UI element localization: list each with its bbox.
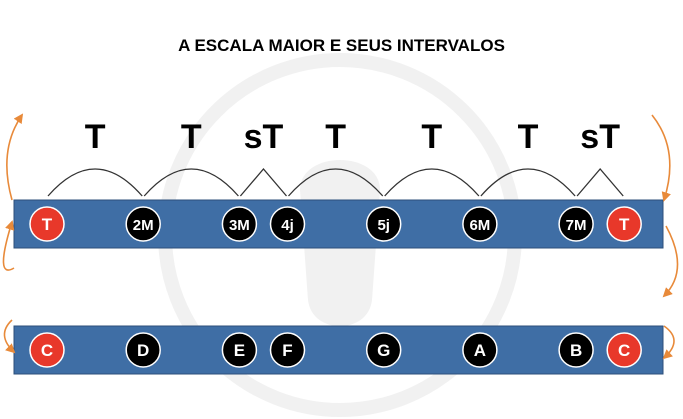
note-item: A: [462, 332, 498, 368]
note-circle: [365, 206, 402, 242]
note-circle: [269, 206, 306, 242]
interval-item: T: [29, 206, 65, 242]
note-item-label: D: [137, 341, 149, 360]
note-item: E: [221, 332, 258, 368]
interval-row: T 2M 3M 4j 5j 6M 7M T: [29, 206, 642, 242]
step-arcs: [47, 167, 624, 197]
note-circle: [125, 206, 161, 242]
left-down-arrow: [3, 319, 16, 354]
tonic-circle: [606, 206, 642, 242]
step-arc: [47, 168, 143, 197]
interval-item-label: 4j: [281, 217, 294, 234]
interval-item-label: 3M: [229, 217, 250, 234]
diagram-title: A ESCALA MAIOR E SEUS INTERVALOS: [178, 36, 505, 55]
scale-bars: [13, 199, 664, 375]
interval-item: 4j: [269, 206, 306, 242]
note-item-label: C: [41, 341, 53, 360]
note-item: B: [558, 332, 594, 368]
interval-item-label: 2M: [133, 217, 154, 234]
interval-item-label: 6M: [469, 217, 490, 234]
interval-item-label: 7M: [566, 217, 587, 234]
interval-item: 6M: [462, 206, 498, 242]
note-circle: [365, 332, 402, 368]
step-arc: [143, 168, 239, 197]
right-bar-arrow: [662, 225, 679, 298]
interval-item: T: [606, 206, 642, 242]
step-label: T: [518, 118, 539, 156]
interval-item: 5j: [365, 206, 402, 242]
notes-bar: [13, 325, 664, 375]
note-item-label: B: [570, 341, 582, 360]
cycle-arrows: [2, 113, 679, 360]
note-item-label: A: [474, 341, 486, 360]
right-down-arrow: [651, 114, 671, 202]
intervals-bar: [13, 199, 664, 249]
step-arc: [288, 168, 384, 197]
note-item-label: E: [234, 341, 245, 360]
step-label: T: [85, 118, 106, 156]
note-item: G: [365, 332, 402, 368]
tonic-circle: [29, 332, 65, 368]
note-item-label: C: [618, 341, 630, 360]
note-item: F: [269, 332, 306, 368]
note-circle: [125, 332, 161, 368]
step-label: T: [325, 118, 346, 156]
note-circle: [269, 332, 306, 368]
note-circle: [221, 206, 258, 242]
note-circle: [558, 332, 594, 368]
interval-item-label: T: [619, 215, 630, 234]
note-circle: [462, 332, 498, 368]
tonic-circle: [29, 206, 65, 242]
note-item: D: [125, 332, 161, 368]
tonic-circle: [606, 332, 642, 368]
right-lower-arrow: [662, 325, 675, 360]
note-circle: [558, 206, 594, 242]
interval-item: 2M: [125, 206, 161, 242]
interval-item-label: 5j: [377, 217, 390, 234]
note-item: C: [29, 332, 65, 368]
left-bar-arrow: [2, 220, 15, 271]
interval-item-label: T: [42, 215, 53, 234]
step-arc: [239, 167, 287, 197]
step-label: T: [421, 118, 442, 156]
note-circle: [462, 206, 498, 242]
note-item: C: [606, 332, 642, 368]
step-label: T: [181, 118, 202, 156]
step-arc: [384, 168, 480, 197]
note-item-label: G: [377, 341, 390, 360]
step-label: sT: [580, 118, 620, 156]
note-circle: [221, 332, 258, 368]
note-item-label: F: [282, 341, 292, 360]
interval-item: 3M: [221, 206, 258, 242]
left-up-arrow: [6, 113, 24, 201]
step-label: sT: [244, 118, 284, 156]
interval-item: 7M: [558, 206, 594, 242]
step-arc: [576, 167, 624, 197]
step-arc: [480, 168, 576, 197]
